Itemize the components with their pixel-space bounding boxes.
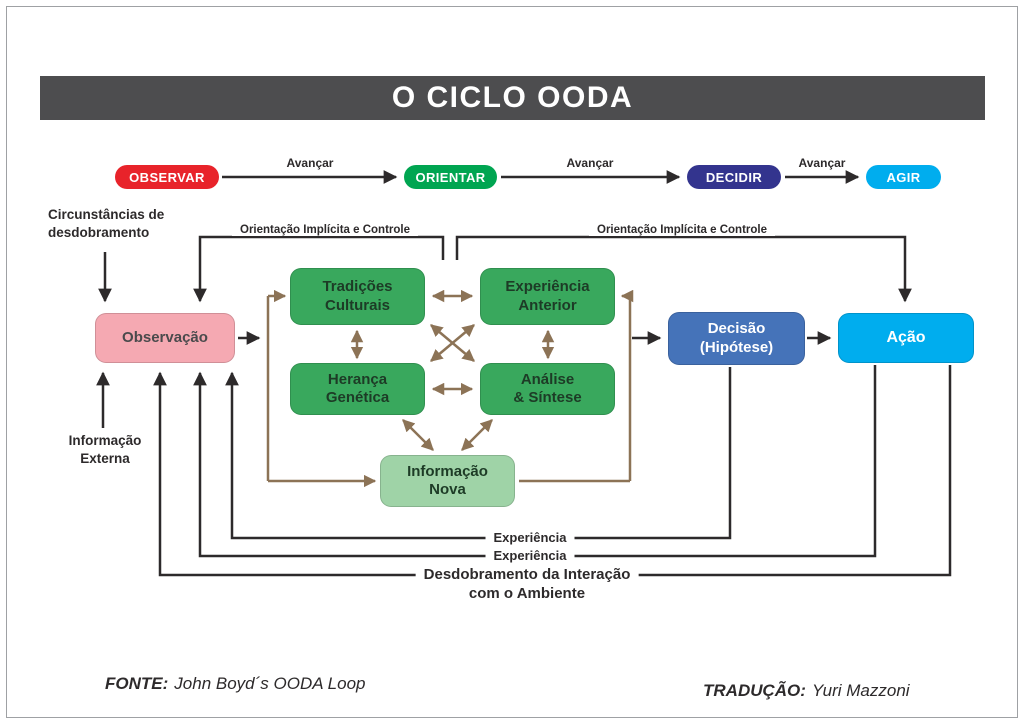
orientacao-implicita-right-label: Orientação Implícita e Controle: [589, 224, 775, 236]
node-analise-sintese: Análise & Síntese: [480, 363, 615, 415]
node-informacao-nova: Informação Nova: [380, 455, 515, 507]
desdobramento-label: Desdobramento da Interação com o Ambient…: [415, 566, 639, 604]
node-acao: Ação: [838, 313, 974, 363]
node-heranca-genetica: Herança Genética: [290, 363, 425, 415]
feedback-experiencia-2-label: Experiência: [485, 548, 575, 563]
avancar-label-1: Avançar: [286, 156, 334, 170]
footer-traducao: TRADUÇÃO: Yuri Mazzoni: [703, 681, 910, 701]
title-bar: O CICLO OODA: [40, 76, 985, 120]
page-title: O CICLO OODA: [391, 81, 634, 114]
node-observacao: Observação: [95, 313, 235, 363]
node-tradicoes-culturais: Tradições Culturais: [290, 268, 425, 325]
stage-pill-orientar: ORIENTAR: [404, 165, 497, 189]
avancar-label-3: Avançar: [798, 156, 846, 170]
stage-pill-decidir: DECIDIR: [687, 165, 781, 189]
page-border: [6, 6, 1018, 718]
fonte-label: FONTE:: [105, 674, 169, 693]
circunstancias-label: Circunstâncias de desdobramento: [48, 207, 165, 240]
avancar-label-2: Avançar: [566, 156, 614, 170]
fonte-value: John Boyd´s OODA Loop: [174, 674, 366, 693]
feedback-experiencia-1-label: Experiência: [485, 530, 575, 545]
traducao-value: Yuri Mazzoni: [811, 681, 910, 700]
stage-pill-agir: AGIR: [866, 165, 941, 189]
footer-fonte: FONTE: John Boyd´s OODA Loop: [105, 674, 365, 694]
traducao-label: TRADUÇÃO:: [703, 681, 806, 700]
stage-pill-observar: OBSERVAR: [115, 165, 219, 189]
node-experiencia-anterior: Experiência Anterior: [480, 268, 615, 325]
node-decisao-hipotese: Decisão (Hipótese): [668, 312, 805, 365]
orientacao-implicita-left-label: Orientação Implícita e Controle: [232, 224, 418, 236]
informacao-externa-label: Informação Externa: [68, 433, 142, 466]
